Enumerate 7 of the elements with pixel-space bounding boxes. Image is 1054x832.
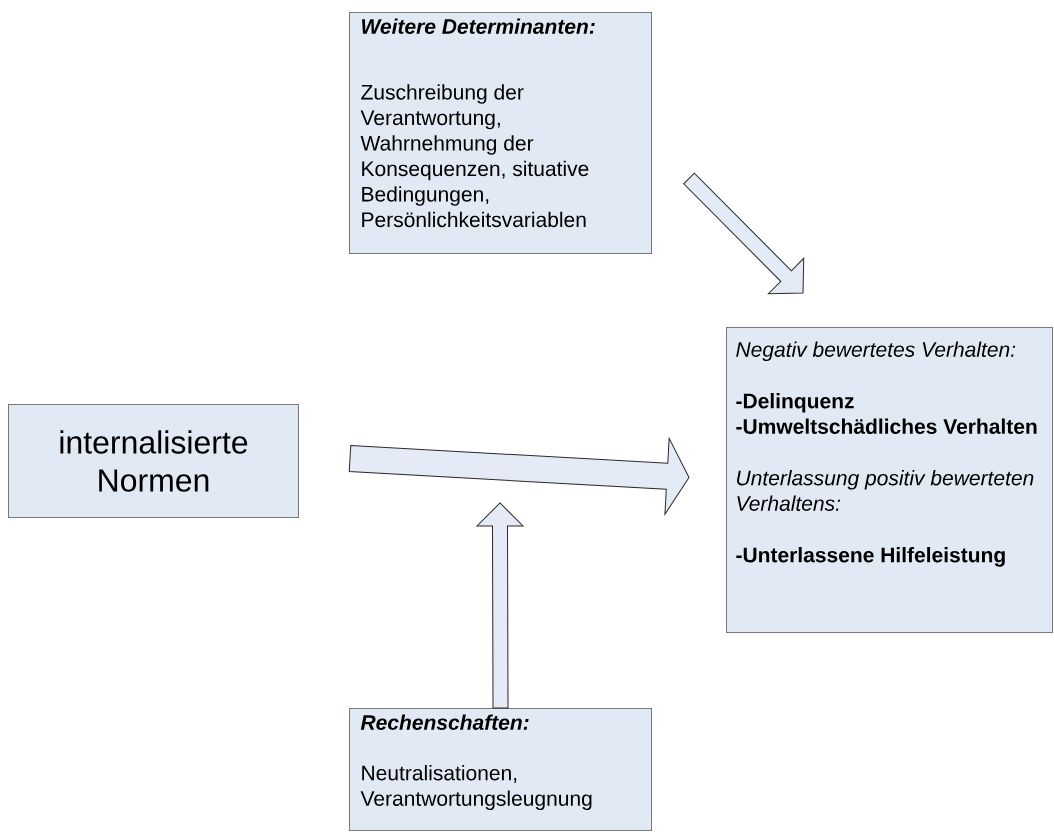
text-box: Rechenschaften: Neutralisationen, Verantwortungsleugnung <box>349 708 652 831</box>
block-arrow <box>683 172 805 295</box>
text-box: internalisierte Normen <box>8 404 299 518</box>
block-arrow <box>348 437 690 515</box>
text-box: Weitere Determinanten: Zuschreibung der Verantwortung, Wahrnehmung der Konsequenzen, situative Bedingungen, Persönlichkeitsvariablen <box>349 12 652 254</box>
text-box: Negativ bewertetes Verhalten: -Delinquenz -Umweltschädliches Verhalten Unterlassung positiv bewerteten Verhaltens: -Unterlassene Hilfeleistung <box>726 327 1053 633</box>
block-arrow <box>476 502 524 709</box>
